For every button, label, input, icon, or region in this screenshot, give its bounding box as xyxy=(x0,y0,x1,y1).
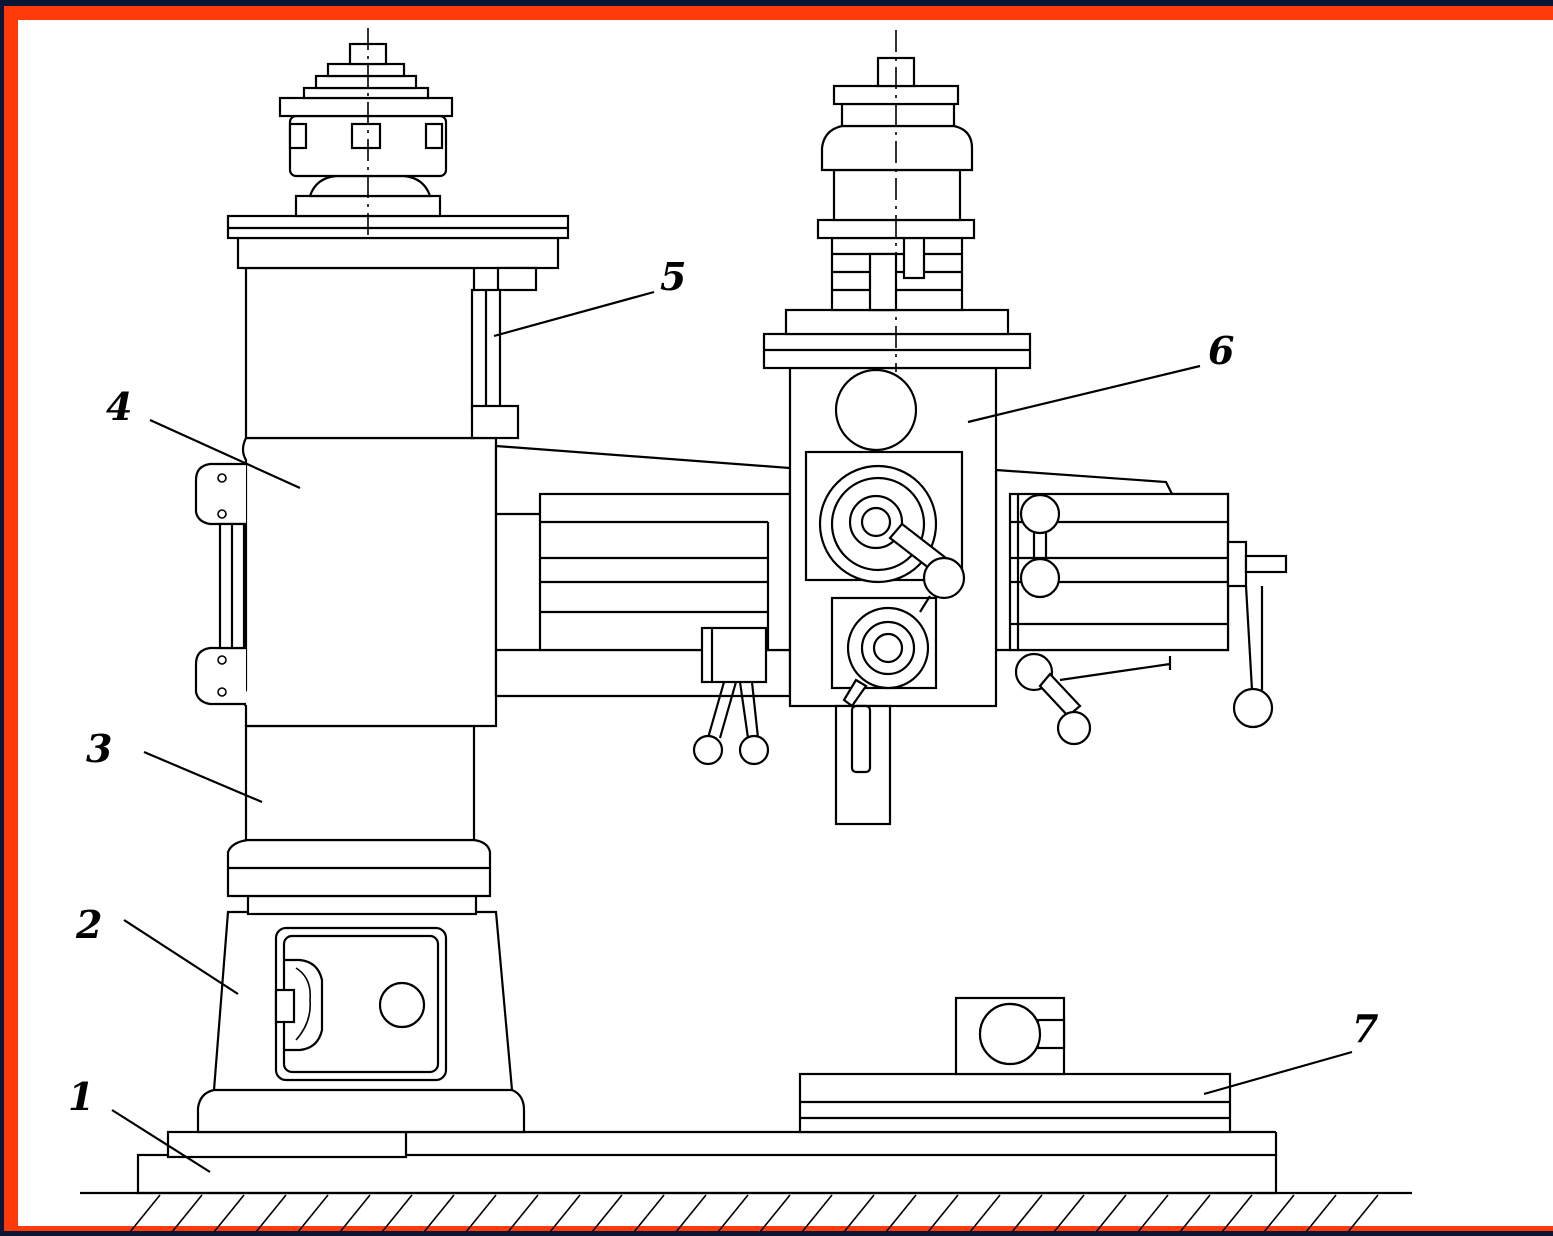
callout-1: 1 xyxy=(68,1074,211,1173)
hatch-stroke xyxy=(885,1194,917,1233)
callout-label-6: 6 xyxy=(1208,328,1234,373)
callout-label-5: 5 xyxy=(660,254,686,299)
callout-label-4: 4 xyxy=(106,384,132,429)
hatch-stroke xyxy=(1221,1194,1253,1233)
callout-2: 2 xyxy=(75,902,239,995)
hatch-stroke xyxy=(549,1194,581,1233)
callout-label-3: 3 xyxy=(86,726,112,771)
drill-head xyxy=(762,308,1032,708)
hatch-stroke xyxy=(507,1194,539,1233)
hatch-stroke xyxy=(129,1194,161,1233)
callout-6: 6 xyxy=(967,328,1234,424)
hatch-stroke xyxy=(381,1194,413,1233)
arm-clamp-levers xyxy=(692,626,770,766)
hatch-stroke xyxy=(465,1194,497,1233)
callout-5: 5 xyxy=(493,254,686,338)
callout-4: 4 xyxy=(106,384,301,490)
spindle-quill xyxy=(834,704,892,826)
hatch-stroke xyxy=(1179,1194,1211,1233)
base-plate xyxy=(80,1130,1412,1195)
arm-knobs xyxy=(1014,493,1092,746)
arm-carrier xyxy=(194,436,498,728)
hatch-stroke xyxy=(843,1194,875,1233)
hatch-stroke xyxy=(1347,1194,1379,1233)
hatch-stroke xyxy=(1095,1194,1127,1233)
lifting-screw xyxy=(470,288,520,440)
hatch-stroke xyxy=(255,1194,287,1233)
hatch-stroke xyxy=(1263,1194,1295,1233)
hatch-stroke xyxy=(339,1194,371,1233)
callout-label-7: 7 xyxy=(1352,1006,1378,1051)
hatch-stroke xyxy=(297,1194,329,1233)
hatch-stroke xyxy=(591,1194,623,1233)
column-upper-housing xyxy=(226,214,570,440)
column-sleeve xyxy=(244,724,476,842)
hatch-stroke xyxy=(1305,1194,1337,1233)
hatch-stroke xyxy=(717,1194,749,1233)
hatch-stroke xyxy=(927,1194,959,1233)
hatch-stroke xyxy=(675,1194,707,1233)
hatch-stroke xyxy=(1137,1194,1169,1233)
hatch-stroke xyxy=(801,1194,833,1233)
column-collar xyxy=(226,838,492,916)
hatch-stroke xyxy=(1011,1194,1043,1233)
hatch-stroke xyxy=(759,1194,791,1233)
callout-label-2: 2 xyxy=(75,902,102,947)
callout-7: 7 xyxy=(1203,1006,1378,1096)
hatch-stroke xyxy=(1053,1194,1085,1233)
column-motor xyxy=(278,28,454,236)
hatch-stroke xyxy=(213,1194,245,1233)
hatch-stroke xyxy=(969,1194,1001,1233)
callout-label-1: 1 xyxy=(68,1074,94,1119)
column-pedestal xyxy=(196,910,526,1134)
hatch-stroke xyxy=(423,1194,455,1233)
floor-hatching xyxy=(129,1194,1379,1233)
callout-3: 3 xyxy=(86,726,263,804)
work-table xyxy=(798,996,1232,1134)
hatch-stroke xyxy=(633,1194,665,1233)
hatch-stroke xyxy=(171,1194,203,1233)
head-motor xyxy=(816,30,976,372)
